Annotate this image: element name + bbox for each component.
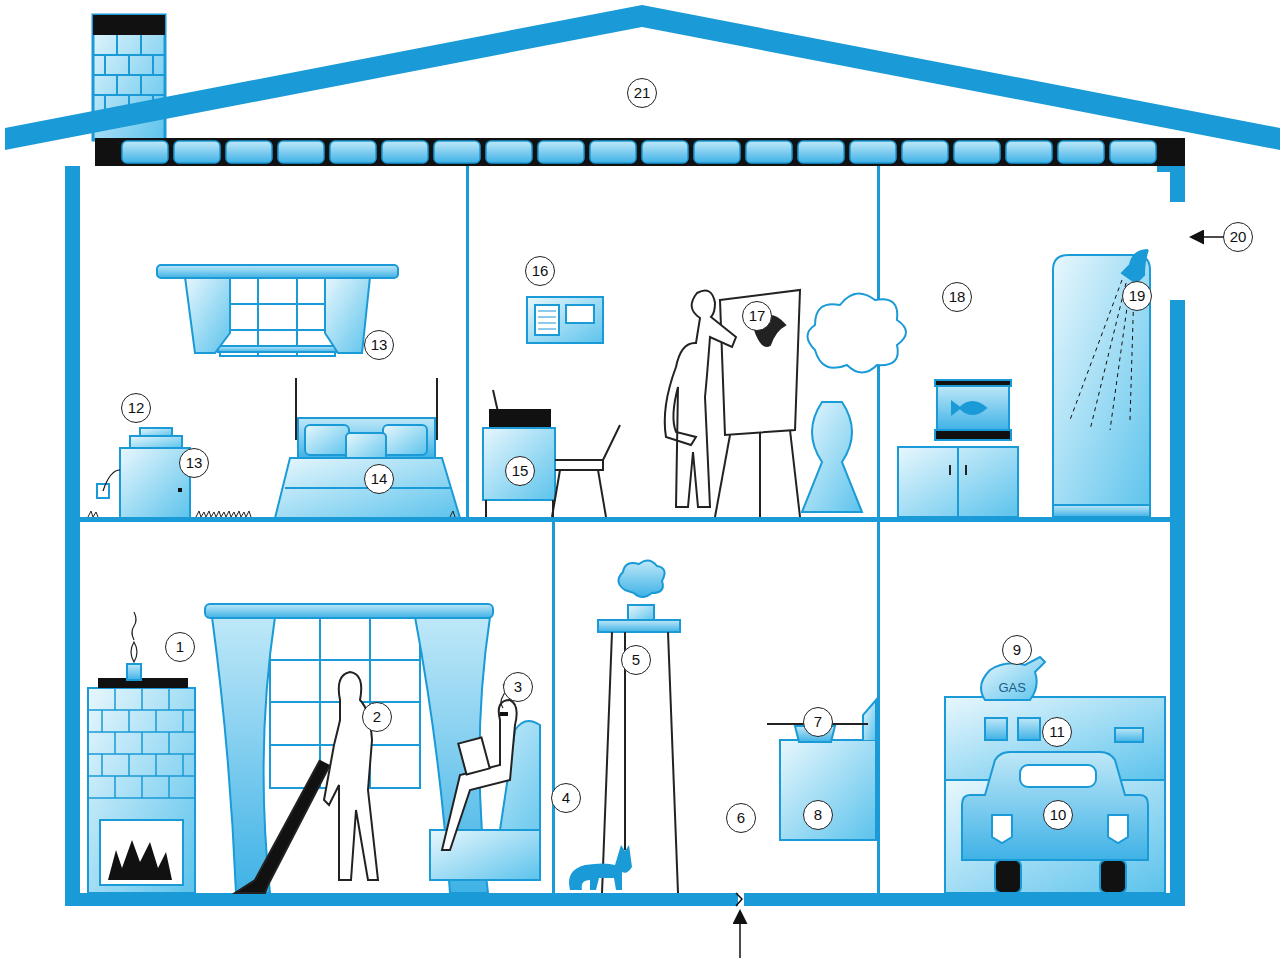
flower-table [598, 560, 680, 893]
vacuuming-person [235, 672, 378, 893]
roof [5, 5, 1280, 150]
car [962, 752, 1148, 893]
ceiling-tiles [95, 138, 1185, 166]
callout-number: 20 [1223, 222, 1253, 252]
callout-number: 4 [551, 783, 581, 813]
callout-number: 7 [803, 707, 833, 737]
wall-chart [527, 297, 603, 343]
potted-plant [802, 294, 906, 512]
stove [767, 700, 876, 840]
callout-number: 14 [364, 464, 394, 494]
fireplace [88, 612, 195, 893]
humidifier [97, 428, 190, 518]
callout-number: 16 [525, 256, 555, 286]
callout-number: 13 [179, 448, 209, 478]
callout-number: 15 [505, 456, 535, 486]
bedroom-window [157, 265, 398, 356]
printer-desk [483, 390, 620, 517]
callout-number: 21 [627, 78, 657, 108]
callout-number: 1 [165, 632, 195, 662]
soil-gas-arrow [739, 912, 741, 958]
can-label: GAS [999, 681, 1026, 695]
callout-number: 9 [1002, 635, 1032, 665]
callout-number: 19 [1122, 281, 1152, 311]
walls [65, 166, 1185, 906]
callout-number: 10 [1043, 800, 1073, 830]
painter [665, 290, 800, 517]
callout-number: 18 [942, 282, 972, 312]
air-arrow [1192, 236, 1225, 238]
callout-number: 12 [121, 393, 151, 423]
aquarium [898, 380, 1018, 517]
carpet [88, 511, 455, 517]
callout-number: 11 [1042, 717, 1072, 747]
callout-number: 8 [803, 800, 833, 830]
garage-shelf [945, 657, 1165, 893]
callout-number: 2 [362, 702, 392, 732]
callout-number: 3 [503, 672, 533, 702]
armchair-reader [430, 684, 540, 880]
floor-crack [736, 893, 742, 906]
callout-number: 17 [742, 301, 772, 331]
callout-number: 5 [621, 645, 651, 675]
cat [569, 845, 632, 890]
callout-number: 6 [726, 803, 756, 833]
bed [275, 378, 460, 518]
callout-number: 13 [364, 330, 394, 360]
